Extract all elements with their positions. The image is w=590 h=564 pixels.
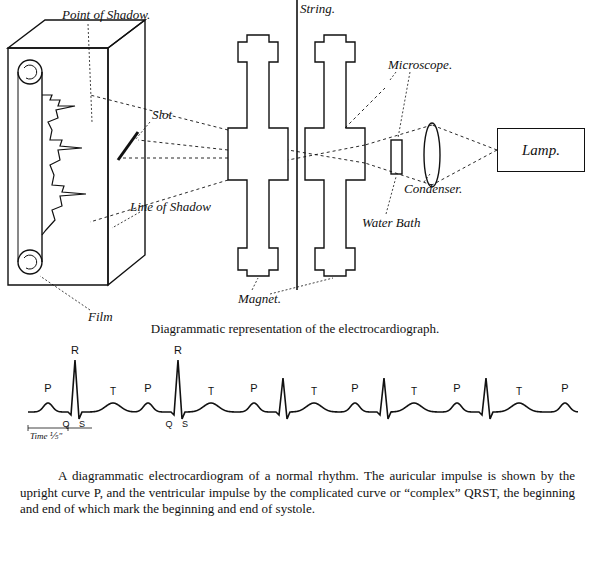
part-label: Microscope. (388, 58, 452, 72)
figure-caption: A diagrammatic electrocardiogram of a no… (20, 468, 575, 518)
lamp-box: Lamp. (497, 128, 585, 172)
film-trace (42, 95, 86, 235)
wave-label: R (71, 344, 79, 356)
water-bath (391, 140, 402, 174)
ecg-trace (28, 360, 578, 419)
camera-top (8, 20, 145, 48)
camera-front (8, 48, 108, 285)
wave-label: S (79, 420, 85, 430)
roll-arrow (24, 65, 37, 269)
wave-label: Q (62, 420, 69, 430)
time-tick (28, 425, 29, 431)
part-label: Line of Shadow (130, 200, 211, 214)
condenser-lens (424, 123, 440, 187)
part-label: Magnet. (238, 292, 281, 306)
film-strip (18, 72, 19, 262)
camera-side (108, 20, 145, 285)
wave-label: P (453, 382, 460, 394)
part-label: Film (88, 310, 113, 324)
magnet (305, 35, 365, 276)
wave-label: S (182, 420, 188, 430)
string (296, 0, 298, 290)
slot (118, 132, 138, 160)
wave-label: P (250, 382, 257, 394)
part-label: Water Bath (362, 216, 420, 230)
leader-lines (40, 24, 430, 310)
part-label: Slot (152, 108, 172, 122)
wave-label: T (110, 386, 116, 397)
part-label: Point of Shadow. (62, 8, 150, 22)
light-rays (90, 88, 497, 222)
time-scale: Time ⅕" (30, 432, 62, 442)
wave-label: P (561, 382, 568, 394)
figure-caption: Diagrammatic representation of the elect… (0, 322, 590, 336)
part-label: String. (300, 2, 335, 16)
wave-label: T (208, 386, 214, 397)
wave-label: P (44, 382, 51, 394)
wave-label: P (351, 382, 358, 394)
magnet (228, 35, 288, 276)
ecg-trace-group (28, 360, 578, 431)
wave-label: T (516, 386, 522, 397)
wave-label: T (411, 386, 417, 397)
part-label: Condenser. (404, 182, 462, 196)
wave-label: T (311, 386, 317, 397)
wave-label: R (174, 344, 182, 356)
wave-label: P (144, 382, 151, 394)
wave-label: Q (165, 420, 172, 430)
node-text: Lamp. (522, 142, 560, 159)
film-roll (18, 60, 42, 84)
film-roll (18, 250, 42, 274)
